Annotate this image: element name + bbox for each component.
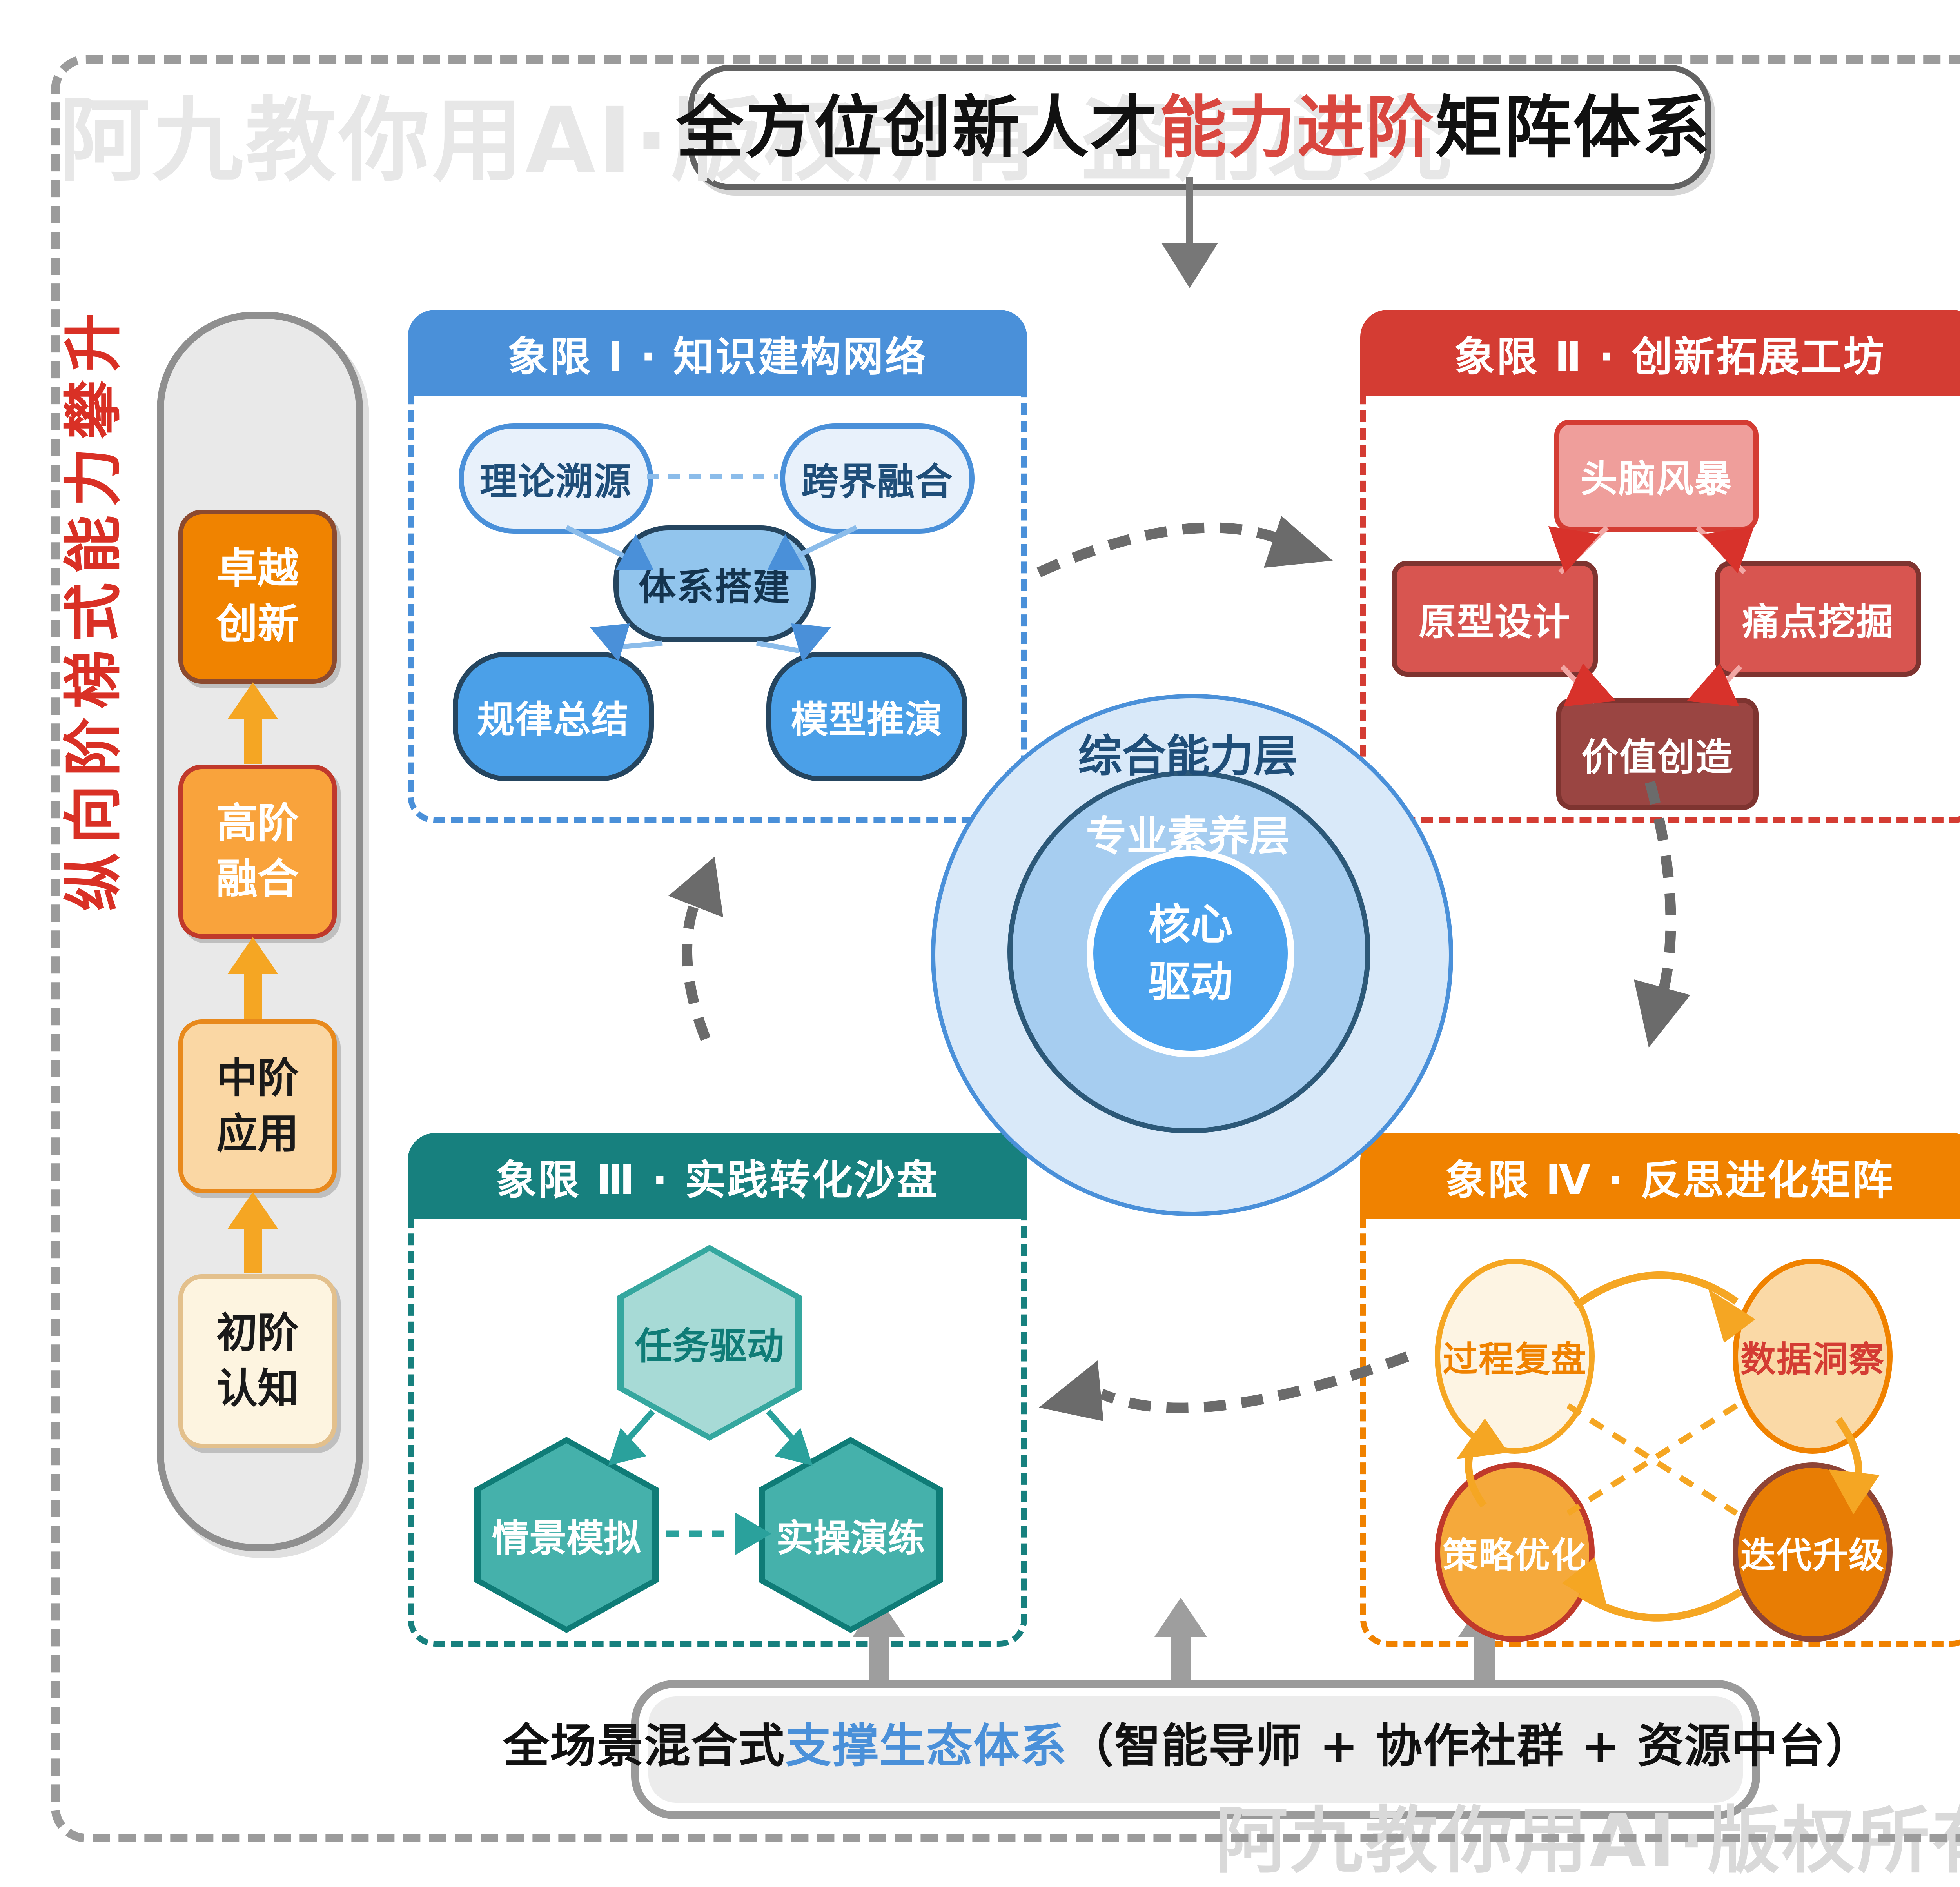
title-part1: 全方位创新人才 (676, 88, 1159, 167)
arrowhead-q4-q3 (1039, 1360, 1103, 1421)
level-label: 中阶应用 (216, 1054, 299, 1158)
bottom-support-text: 全场景混合式支撑生态体系（智能导师 + 协作社群 + 资源中台） (503, 1680, 1872, 1803)
node-crossover-fusion[interactable]: 跨界融合 (780, 423, 975, 534)
title-highlight: 能力进阶 (1159, 88, 1435, 167)
arrowhead-q3-q1 (668, 857, 723, 917)
core-circle-label: 核心驱动 (1148, 900, 1233, 1006)
title-box (688, 65, 1711, 190)
bottom-highlight: 支撑生态体系 (785, 1719, 1067, 1773)
node-iterative-upgrade[interactable]: 迭代升级 (1733, 1462, 1893, 1642)
bottom-part2: （智能导师 + 协作社群 + 资源中台） (1067, 1719, 1873, 1773)
node-theory-tracing[interactable]: 理论溯源 (459, 423, 653, 534)
watermark-top-left: 阿九教你用AI·版权所有·盗用必究 (59, 88, 1455, 194)
page-title: 全方位创新人才能力进阶矩阵体系 (676, 65, 1710, 178)
hex-label: 实操演练 (776, 1517, 925, 1560)
level-excellence[interactable]: 卓越创新 (178, 510, 337, 684)
bottom-part1: 全场景混合式 (503, 1719, 785, 1773)
outer-circle-label: 综合能力层 (1078, 731, 1298, 782)
core-drive-circle[interactable]: 核心驱动 (1087, 850, 1294, 1057)
title-part2: 矩阵体系 (1435, 88, 1711, 167)
node-rule-summary[interactable]: 规律总结 (453, 652, 654, 781)
quadrant-1-header[interactable]: 象限 Ⅰ · 知识建构网络 (408, 310, 1027, 396)
node-process-review[interactable]: 过程复盘 (1435, 1259, 1595, 1454)
arrow-q3-to-q1 (681, 892, 711, 1041)
quadrant-4-header[interactable]: 象限 Ⅳ · 反思进化矩阵 (1360, 1133, 1960, 1219)
level-label: 高阶融合 (216, 799, 299, 903)
hex-label: 任务驱动 (635, 1324, 784, 1368)
arrowhead-q2-q4 (1634, 979, 1690, 1048)
left-axis-label: 纵向阶梯式能力攀升 (59, 304, 128, 912)
node-scenario-sim[interactable]: 情景模拟 (474, 1437, 659, 1633)
node-value-creation[interactable]: 价值创造 (1556, 698, 1759, 810)
quadrant-3-header[interactable]: 象限 Ⅲ · 实践转化沙盘 (408, 1133, 1027, 1219)
level-intermediate[interactable]: 中阶应用 (178, 1019, 337, 1193)
bottom-support-bar (631, 1680, 1760, 1819)
level-label: 卓越创新 (216, 545, 299, 648)
arrowhead-q1-q2 (1264, 516, 1333, 568)
node-brainstorm[interactable]: 头脑风暴 (1554, 420, 1759, 532)
node-prototype-design[interactable]: 原型设计 (1392, 561, 1598, 677)
node-strategy-optimize[interactable]: 策略优化 (1435, 1462, 1595, 1642)
arrow-q1-to-q2 (1036, 522, 1296, 578)
level-basic[interactable]: 初阶认知 (178, 1274, 337, 1448)
node-painpoint-mining[interactable]: 痛点挖掘 (1715, 561, 1921, 677)
level-advanced[interactable]: 高阶融合 (178, 765, 337, 939)
level-label: 初阶认知 (216, 1309, 299, 1413)
quadrant-2-header[interactable]: 象限 Ⅱ · 创新拓展工坊 (1360, 310, 1960, 396)
node-data-insight[interactable]: 数据洞察 (1733, 1259, 1893, 1454)
node-system-building[interactable]: 体系搭建 (613, 525, 816, 642)
hex-label: 情景模拟 (492, 1517, 641, 1560)
